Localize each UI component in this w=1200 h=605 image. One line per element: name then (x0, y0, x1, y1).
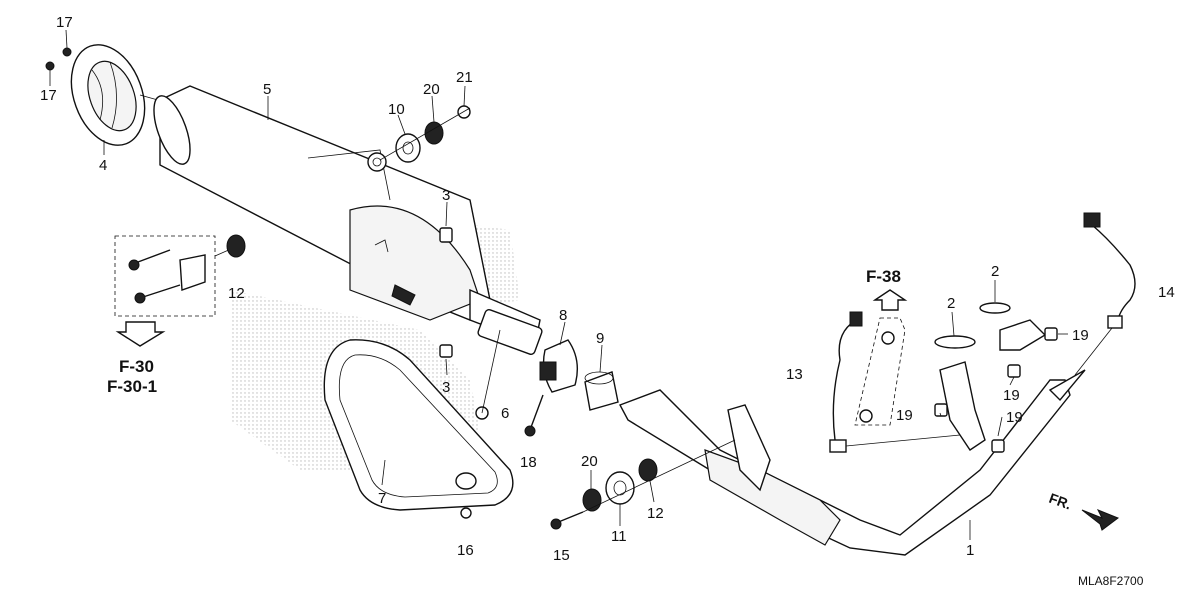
callout-17: 17 (56, 14, 73, 31)
front-direction-label: FR. (1047, 490, 1074, 513)
diagram-code: MLA8F2700 (1078, 574, 1144, 588)
callout-10: 10 (388, 101, 405, 118)
nut-19-b (991, 439, 1005, 453)
clamp-part (539, 339, 578, 393)
f38-box (854, 289, 908, 426)
callout-14: 14 (1158, 284, 1175, 301)
end-cap-part (70, 44, 166, 146)
callout-5: 5 (263, 81, 271, 98)
oxygen-sensor-13 (829, 311, 961, 453)
callout-19: 19 (896, 407, 913, 424)
arrow-f30 (115, 321, 166, 347)
exhaust-pipe-part (619, 319, 1086, 556)
nut-16 (460, 507, 472, 519)
nut-21 (457, 105, 471, 119)
callout-12: 12 (647, 505, 664, 522)
callout-labels: 17 17 4 5 10 20 21 3 3 12 8 9 6 7 18 16 … (40, 14, 1175, 564)
reference-label: F-30-1 (107, 377, 157, 396)
muffler-part (153, 85, 543, 355)
callout-2: 2 (947, 295, 955, 312)
rubber-bush-10 (395, 133, 421, 163)
callout-6: 6 (501, 405, 509, 422)
callout-18: 18 (520, 454, 537, 471)
callout-19: 19 (1072, 327, 1089, 344)
callout-8: 8 (559, 307, 567, 324)
callout-7: 7 (378, 490, 386, 507)
callout-19: 19 (1003, 387, 1020, 404)
callout-13: 13 (786, 366, 803, 383)
callout-11: 11 (611, 528, 627, 545)
callout-16: 16 (457, 542, 474, 559)
callout-4: 4 (99, 157, 107, 174)
callout-15: 15 (553, 547, 570, 564)
callout-9: 9 (596, 330, 604, 347)
leader-lines (49, 29, 1068, 540)
screw-17-a (62, 47, 72, 57)
collar-3-b (439, 344, 453, 358)
callout-21: 21 (456, 69, 473, 86)
nut-19-c (1007, 364, 1021, 378)
callout-17: 17 (40, 87, 57, 104)
front-direction-arrow (1081, 509, 1120, 531)
nut-19-d (1044, 327, 1058, 341)
bolt-15 (550, 511, 584, 530)
gasket-2-b (979, 302, 1011, 314)
callout-19: 19 (1006, 409, 1023, 426)
callout-20: 20 (423, 81, 440, 98)
bracket-detail-box (114, 235, 241, 317)
washer-12-a (226, 234, 246, 258)
reference-label: F-38 (866, 267, 901, 286)
callout-20: 20 (581, 453, 598, 470)
callout-3: 3 (442, 187, 450, 204)
callout-12: 12 (228, 285, 245, 302)
callout-1: 1 (966, 542, 974, 559)
oxygen-sensor-14 (1074, 212, 1136, 376)
screw-17-b (45, 61, 55, 71)
reference-label: F-30 (119, 357, 154, 376)
washer-12-b (638, 458, 658, 482)
gasket-2-a (934, 335, 976, 349)
collar-3-a (439, 227, 453, 243)
callout-2: 2 (991, 263, 999, 280)
gasket-part (584, 371, 619, 411)
bolt-18 (524, 394, 544, 437)
callout-3: 3 (442, 379, 450, 396)
heat-shield-part (323, 339, 514, 511)
nut-19-a (934, 403, 948, 417)
